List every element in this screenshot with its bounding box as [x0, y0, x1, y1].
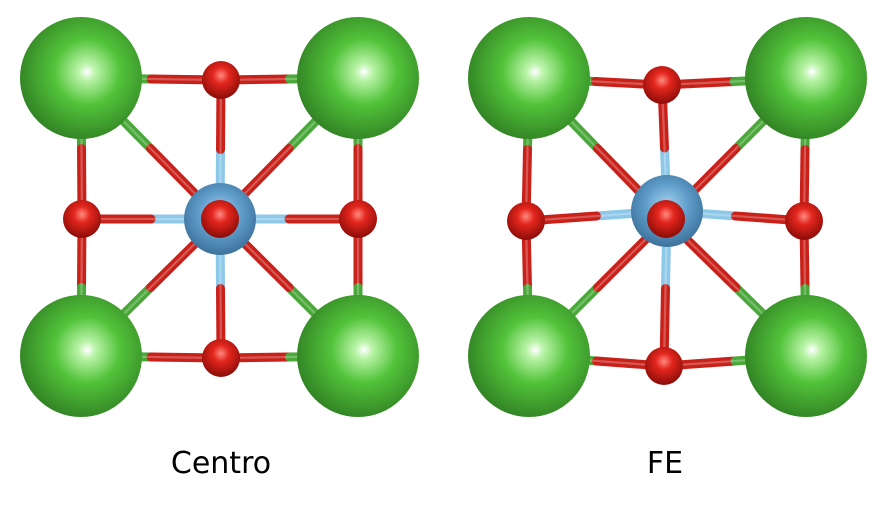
oxygen-atom — [647, 200, 685, 238]
oxygen-atom — [201, 200, 239, 238]
corner-atom — [297, 295, 419, 417]
corner-atom — [468, 295, 590, 417]
oxygen-atom — [202, 339, 240, 377]
panel-fe — [468, 17, 867, 417]
corner-atom — [468, 17, 590, 139]
oxygen-atom — [507, 202, 545, 240]
corner-atom — [745, 17, 867, 139]
caption-fe: FE — [646, 446, 684, 481]
corner-atom — [297, 17, 419, 139]
oxygen-atom — [643, 66, 681, 104]
oxygen-atom — [339, 200, 377, 238]
oxygen-atom — [645, 347, 683, 385]
oxygen-atom — [202, 61, 240, 99]
corner-atom — [745, 295, 867, 417]
caption-centro: Centro — [170, 446, 272, 481]
corner-atom — [20, 295, 142, 417]
oxygen-atom — [785, 202, 823, 240]
corner-atom — [20, 17, 142, 139]
panel-centro — [20, 17, 419, 417]
oxygen-atom — [63, 200, 101, 238]
